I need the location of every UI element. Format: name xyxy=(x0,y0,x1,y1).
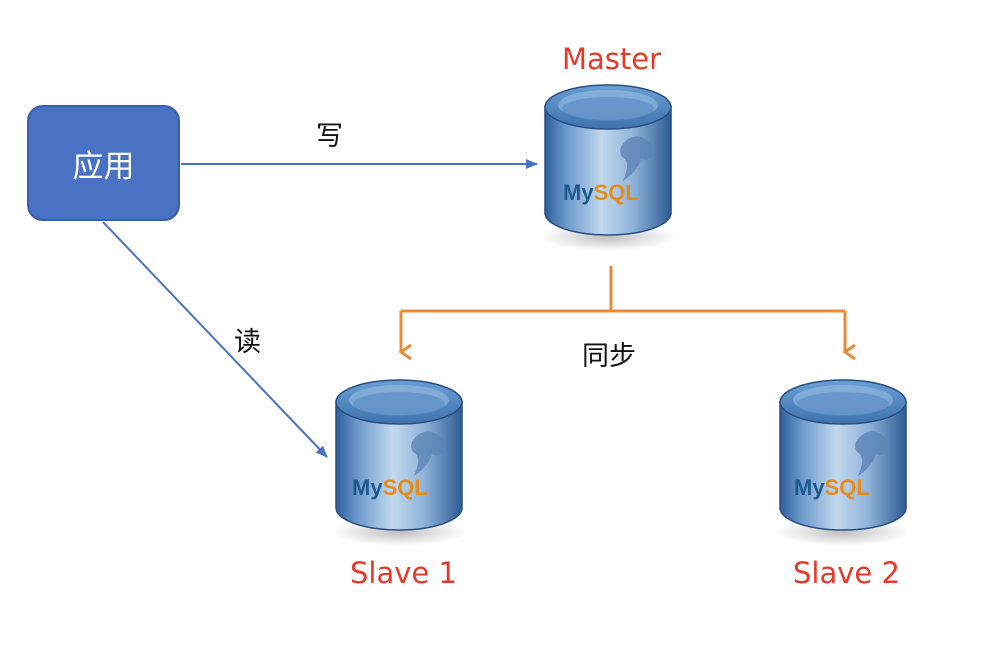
app-node: 应用 xyxy=(27,105,180,221)
svg-text:MySQL: MySQL xyxy=(563,180,639,205)
mysql-logo-sql: SQL xyxy=(383,475,428,500)
mysql-logo-my: My xyxy=(352,475,383,500)
read-arrow xyxy=(102,221,328,458)
read-label: 读 xyxy=(234,327,261,358)
mysql-logo-my: My xyxy=(794,475,825,500)
sync-label: 同步 xyxy=(582,341,636,372)
slave-2-label: Slave 2 xyxy=(793,556,900,590)
mysql-logo-sql: SQL xyxy=(825,475,870,500)
mysql-logo-sql: SQL xyxy=(594,180,639,205)
slave-1-database: MySQL xyxy=(330,379,468,547)
slave-2-database: MySQL xyxy=(774,379,912,547)
master-database: MySQL xyxy=(539,84,677,252)
write-label: 写 xyxy=(316,121,343,152)
mysql-logo-my: My xyxy=(563,180,594,205)
svg-text:MySQL: MySQL xyxy=(794,475,870,500)
master-label: Master xyxy=(562,42,662,76)
svg-text:MySQL: MySQL xyxy=(352,475,428,500)
slave-1-label: Slave 1 xyxy=(350,556,457,590)
sync-arrows xyxy=(401,266,845,352)
app-label: 应用 xyxy=(72,148,135,185)
